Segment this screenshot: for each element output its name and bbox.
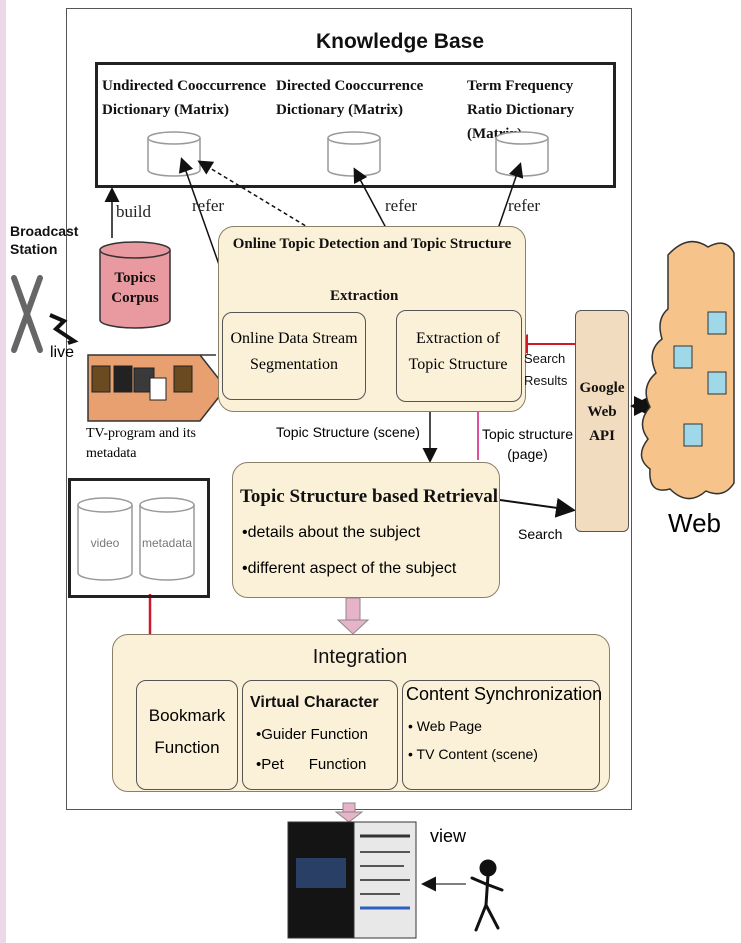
topic-structure-scene-label: Topic Structure (scene) — [276, 424, 420, 440]
web-cloud — [640, 240, 735, 500]
video-cylinder — [77, 497, 133, 581]
online-topic-detection-title: Online Topic Detection and Topic Structu… — [232, 236, 512, 252]
search-arrow — [499, 497, 576, 518]
virtual-character-box — [242, 680, 398, 790]
retrieval-bullet-1: •details about the subject — [242, 524, 421, 541]
video-label: video — [90, 536, 120, 550]
tv-screen-thumbnail — [287, 821, 417, 939]
live-signal-icon — [49, 313, 79, 345]
storage-box — [68, 478, 210, 598]
content-synchronization-box — [402, 680, 600, 790]
segmentation-box — [222, 312, 366, 400]
user-figure-icon — [470, 859, 504, 932]
broadcast-antenna-icon — [11, 275, 43, 353]
content-synchronization-item-2: • TV Content (scene) — [408, 746, 538, 762]
google-web-api-label: Google Web API — [579, 380, 625, 444]
bookmark-function-box — [136, 680, 238, 790]
undirected-dictionary-label: Undirected Cooccurrence Dictionary (Matr… — [102, 78, 266, 118]
content-synchronization-title: Content Synchronization — [406, 684, 603, 704]
refer-label-2: refer — [385, 196, 418, 215]
virtual-character-item-1: •Guider Function — [256, 726, 368, 743]
live-label: live — [50, 344, 75, 361]
content-synchronization-item-1: • Web Page — [408, 718, 482, 734]
knowledge-base-title: Knowledge Base — [315, 30, 485, 53]
topic-structure-page-label: Topic structure (page) — [481, 426, 574, 462]
integration-title: Integration — [312, 646, 408, 668]
extraction-of-topic-structure-label: Extraction of Topic Structure — [408, 330, 508, 373]
retrieval-box — [232, 462, 500, 598]
web-pages-icon — [673, 311, 727, 447]
undirected-dictionary-cylinder — [147, 131, 201, 177]
refer-label-3: refer — [508, 196, 541, 215]
tv-program-frames — [91, 365, 193, 401]
directed-dictionary-label: Directed Cooccurrence Dictionary (Matrix… — [276, 78, 424, 118]
web-label: Web — [668, 508, 721, 538]
google-web-api-box — [575, 310, 629, 532]
refer-label-1: refer — [192, 196, 225, 215]
tv-program-label: TV-program and its metadata — [86, 426, 196, 461]
search-label: Search — [518, 526, 563, 542]
topics-corpus-label: Topics Corpus — [111, 270, 159, 306]
metadata-cylinder — [139, 497, 195, 581]
search-results-label: Search Results — [524, 351, 568, 388]
retrieval-bullet-2: •different aspect of the subject — [242, 560, 457, 577]
directed-dictionary-cylinder — [327, 131, 381, 177]
topics-corpus-cylinder — [99, 241, 171, 329]
segmentation-label: Online Data Stream Segmentation — [230, 330, 358, 373]
extraction-of-topic-structure-box — [396, 310, 522, 402]
metadata-label: metadata — [141, 536, 193, 550]
virtual-character-item-2: •Pet Function — [256, 756, 367, 773]
extraction-label: Extraction — [330, 288, 399, 304]
broadcast-station-label: Broadcast Station — [10, 223, 79, 257]
build-label: build — [116, 202, 151, 221]
view-label: view — [430, 826, 467, 846]
virtual-character-title: Virtual Character — [250, 694, 379, 711]
retrieval-title: Topic Structure based Retrieval — [240, 486, 499, 507]
integration-to-view-arrow — [334, 802, 364, 823]
bookmark-function-label: Bookmark Function — [148, 706, 226, 757]
term-frequency-dictionary-cylinder — [495, 131, 549, 177]
retrieval-to-integration-arrow — [336, 597, 370, 635]
